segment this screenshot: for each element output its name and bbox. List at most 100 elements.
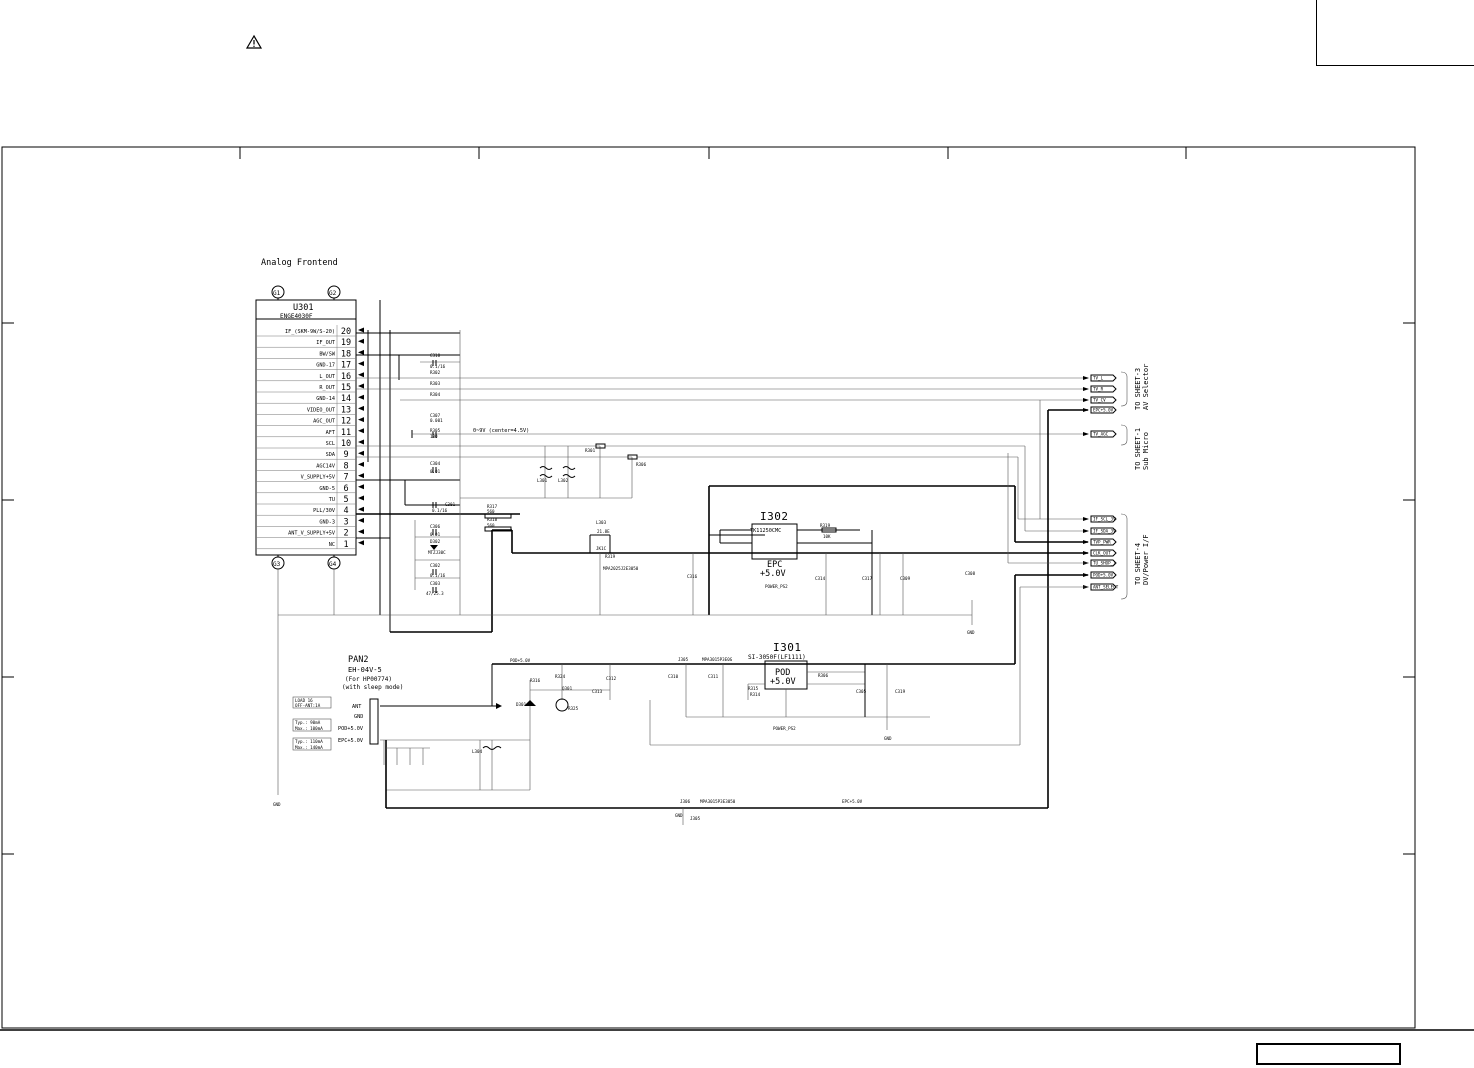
svg-text:C311: C311 — [708, 674, 719, 679]
u301-pin-arrow — [358, 506, 364, 512]
svg-text:R306: R306 — [818, 673, 829, 678]
u301-pin-number: 16 — [341, 372, 351, 382]
u301-pin-name: AGC_OUT — [313, 419, 335, 425]
u301-pin-number: 8 — [343, 461, 348, 471]
svg-text:J306: J306 — [680, 799, 691, 804]
svg-text:IF_SCL_3V: IF_SCL_3V — [1093, 517, 1116, 522]
svg-text:R315: R315 — [748, 686, 759, 691]
svg-text:R317: R317 — [487, 504, 498, 509]
svg-text:C312: C312 — [606, 676, 617, 681]
u301-pin-arrow — [358, 383, 364, 389]
i302-regulator: I302 TK11250CMC EPC +5.0V — [750, 510, 798, 579]
svg-text:0.01: 0.01 — [430, 532, 441, 537]
u301-pin-number: 14 — [341, 394, 351, 404]
svg-text:TV_CV: TV_CV — [1093, 398, 1106, 403]
u301-pin-arrow — [358, 495, 364, 501]
u301-pin-number: 10 — [341, 439, 351, 449]
svg-text:TV_R: TV_R — [1093, 387, 1104, 392]
svg-text:L304: L304 — [472, 749, 483, 754]
svg-text:CLK_OUT: CLK_OUT — [1093, 551, 1111, 556]
svg-text:TV_AGC: TV_AGC — [1093, 432, 1109, 437]
svg-text:TO SHEET-3: TO SHEET-3 — [1134, 368, 1142, 410]
svg-text:Q301: Q301 — [562, 686, 573, 691]
svg-text:R319: R319 — [820, 523, 831, 528]
u301-pin-name: V_SUPPLY+5V — [301, 475, 335, 481]
u301-pin-name: VIDEO_OUT — [307, 407, 335, 413]
svg-text:C303: C303 — [430, 581, 441, 586]
u301-pin-number: 15 — [341, 383, 351, 393]
svg-text:POWER_PS2: POWER_PS2 — [765, 584, 788, 589]
svg-text:GND: GND — [273, 802, 281, 807]
connector-if-sda-3v: IF_SDA_3V — [1083, 527, 1117, 535]
svg-text:C317: C317 — [862, 576, 873, 581]
svg-text:C308: C308 — [965, 571, 976, 576]
connector-tv-agc: TV_AGC — [1083, 430, 1117, 438]
svg-text:R324: R324 — [555, 674, 566, 679]
svg-text:560: 560 — [487, 509, 495, 514]
svg-text:OFF-ANT:1A: OFF-ANT:1A — [295, 703, 321, 708]
svg-text:C301: C301 — [445, 502, 456, 507]
svg-text:C304: C304 — [430, 461, 441, 466]
i301-voltage: +5.0V — [770, 677, 796, 687]
svg-text:TU_SHOP_1: TU_SHOP_1 — [1093, 561, 1116, 566]
svg-text:EPC+5.0V: EPC+5.0V — [842, 799, 863, 804]
connector-clk-out: CLK_OUT — [1083, 549, 1117, 557]
svg-text:C306: C306 — [430, 524, 441, 529]
u301-pin-name: GND-17 — [316, 363, 335, 369]
svg-text:R302: R302 — [430, 370, 441, 375]
sheet-ref-4: TO SHEET-4 DV/Power I/F — [1134, 534, 1150, 585]
u301-pin-number: 2 — [343, 529, 348, 539]
svg-text:G4: G4 — [329, 561, 337, 568]
svg-text:R306: R306 — [636, 462, 647, 467]
u301-pin-number: 6 — [343, 484, 348, 494]
svg-text:EPC+5.0V: EPC+5.0V — [1093, 408, 1114, 413]
svg-text:EPC+5.0V: EPC+5.0V — [338, 738, 363, 744]
i301-ref: I301 — [773, 641, 802, 654]
u301-pin-number: 18 — [341, 349, 351, 359]
title-block-corner — [1316, 0, 1474, 66]
i301-regulator: I301 SI-3050F(LF1111) POD +5.0V — [748, 641, 808, 690]
svg-text:560: 560 — [487, 523, 495, 528]
svg-text:C310: C310 — [668, 674, 679, 679]
svg-text:0.1/16: 0.1/16 — [432, 508, 448, 513]
svg-text:0.001: 0.001 — [430, 418, 443, 423]
i301-part: SI-3050F(LF1111) — [748, 654, 806, 661]
svg-text:LOAD 16: LOAD 16 — [295, 698, 313, 703]
connectors-to-sheet4: IF_SCL_3VIF_SDA_3VTVP_PWRCLK_OUTTU_SHOP_… — [1083, 515, 1119, 591]
svg-text:Typ.: 110mA: Typ.: 110mA — [295, 739, 323, 744]
page-number-box — [1256, 1043, 1401, 1065]
svg-text:POD+5.0V: POD+5.0V — [338, 726, 363, 732]
u301-pin-name: GND-3 — [319, 519, 335, 525]
test-point-g2: G2 — [327, 285, 341, 299]
u301-pin-name: AFT — [326, 430, 335, 436]
svg-text:0.1/16: 0.1/16 — [430, 364, 446, 369]
svg-text:C319: C319 — [895, 689, 906, 694]
svg-text:TV_L: TV_L — [1093, 376, 1104, 381]
i302-part: TK11250CMC — [750, 528, 781, 534]
i302-ref: I302 — [760, 510, 789, 523]
u301-ref: U301 — [293, 303, 313, 313]
svg-text:Sub Micro: Sub Micro — [1142, 432, 1150, 470]
svg-text:POD+5.0V: POD+5.0V — [510, 658, 531, 663]
u301-pin-name: SCL — [326, 441, 335, 447]
svg-text:GND: GND — [675, 813, 683, 818]
svg-text:ANT_SELECT: ANT_SELECT — [1093, 585, 1119, 590]
svg-text:MPA2025J2E3050: MPA2025J2E3050 — [603, 566, 639, 571]
svg-text:MTZJ30C: MTZJ30C — [428, 550, 446, 555]
u301-pin-number: 5 — [343, 495, 348, 505]
u301-pin-arrow — [358, 473, 364, 479]
u301-pin-number: 9 — [343, 450, 348, 460]
svg-text:R316: R316 — [530, 678, 541, 683]
sheet-ref-1: TO SHEET-1 Sub Micro — [1134, 428, 1150, 470]
svg-text:(For HP00774): (For HP00774) — [345, 676, 392, 683]
svg-text:R304: R304 — [430, 392, 441, 397]
u301-pin-arrow — [358, 405, 364, 411]
svg-text:Typ.: 90mA: Typ.: 90mA — [295, 720, 321, 725]
u301-part: ENGE4030F — [280, 313, 313, 320]
svg-text:MPA3015P3E3050: MPA3015P3E3050 — [700, 799, 736, 804]
